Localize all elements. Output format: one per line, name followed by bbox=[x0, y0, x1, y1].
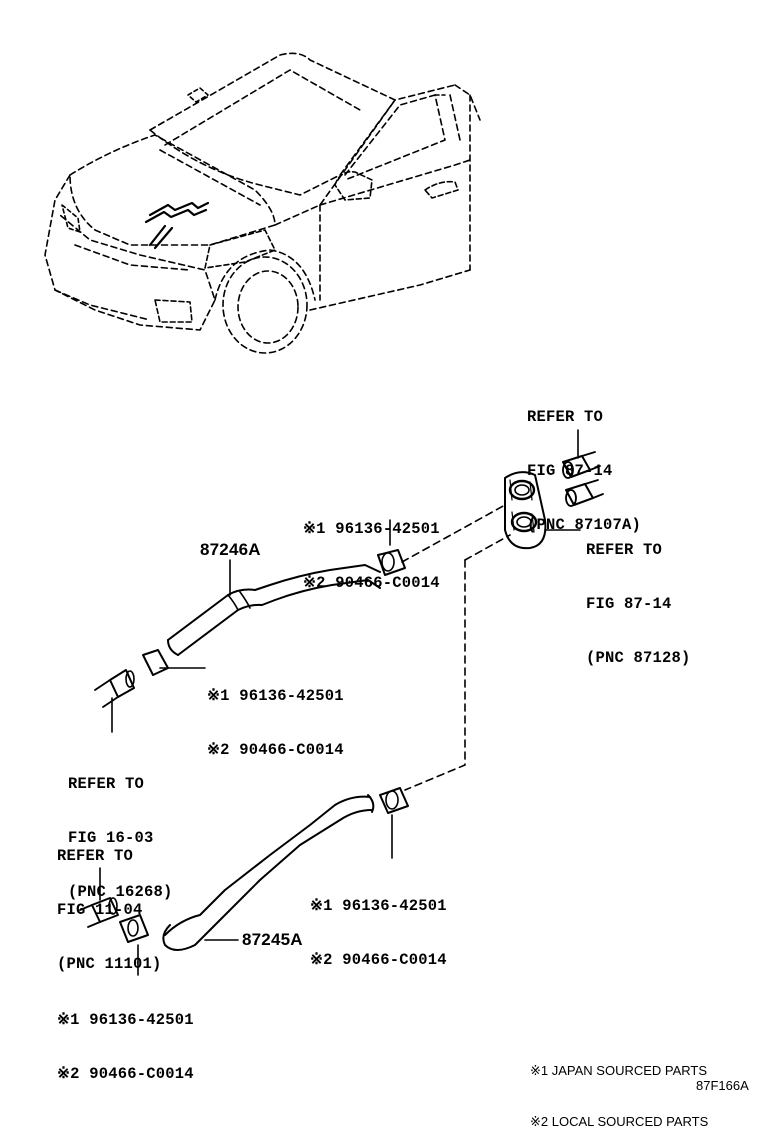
ref-line: REFER TO bbox=[57, 847, 134, 865]
clamp-part-number: ※2 90466-C0014 bbox=[303, 574, 440, 592]
legend-note-local: ※2 LOCAL SOURCED PARTS bbox=[530, 1114, 709, 1129]
clamp-label-upper-right: ※1 96136-42501 ※2 90466-C0014 bbox=[303, 484, 440, 610]
parts-diagram: REFER TO FIG 87-14 (PNC 87107A) REFER TO… bbox=[44, 52, 749, 1129]
ref-fig-87-14-pnc-87128: REFER TO FIG 87-14 (PNC 87128) bbox=[586, 505, 691, 685]
lower-hose-87245A bbox=[79, 787, 409, 976]
car-illustration bbox=[44, 52, 481, 354]
clamp-label-lower-right: ※1 96136-42501 ※2 90466-C0014 bbox=[310, 861, 447, 987]
ref-line: REFER TO bbox=[586, 541, 663, 559]
clamp-part-number: ※2 90466-C0014 bbox=[57, 1065, 194, 1083]
ref-line: REFER TO bbox=[527, 408, 604, 426]
ref-line: REFER TO bbox=[68, 775, 145, 793]
figure-id: 87F166A bbox=[696, 1078, 749, 1093]
part-label-87245a: 87245A bbox=[242, 930, 303, 949]
clamp-part-number: ※2 90466-C0014 bbox=[207, 741, 344, 759]
clamp-part-number: ※1 96136-42501 bbox=[57, 1011, 194, 1029]
ref-line: FIG 16-03 bbox=[68, 829, 154, 847]
ref-line: FIG 11-04 bbox=[57, 901, 143, 919]
clamp-label-upper-left: ※1 96136-42501 ※2 90466-C0014 bbox=[207, 651, 344, 777]
heater-pipe-stubs bbox=[562, 429, 604, 507]
clamp-part-number: ※2 90466-C0014 bbox=[310, 951, 447, 969]
ref-line: (PNC 16268) bbox=[68, 883, 173, 901]
ref-fig-11-04-pnc-11101: REFER TO FIG 11-04 (PNC 11101) bbox=[57, 811, 162, 991]
diagram-drawing bbox=[44, 52, 604, 976]
ref-line: FIG 87-14 bbox=[586, 595, 672, 613]
legend-note-japan: ※1 JAPAN SOURCED PARTS bbox=[530, 1063, 708, 1078]
clamp-part-number: ※1 96136-42501 bbox=[303, 520, 440, 538]
connection-dash-lines bbox=[401, 504, 511, 791]
ref-line: FIG 87-14 bbox=[527, 462, 613, 480]
ref-line: (PNC 11101) bbox=[57, 955, 162, 973]
ref-line: (PNC 87128) bbox=[586, 649, 691, 667]
upper-hose-87246A bbox=[94, 519, 406, 733]
ref-fig-16-03-pnc-16268: REFER TO FIG 16-03 (PNC 16268) bbox=[68, 739, 173, 919]
clamp-label-lower-left: ※1 96136-42501 ※2 90466-C0014 bbox=[57, 975, 194, 1101]
ref-line: (PNC 87107A) bbox=[527, 516, 642, 534]
clamp-part-number: ※1 96136-42501 bbox=[207, 687, 344, 705]
clamp-part-number: ※1 96136-42501 bbox=[310, 897, 447, 915]
legend-notes: ※1 JAPAN SOURCED PARTS ※2 LOCAL SOURCED … bbox=[530, 1028, 708, 1147]
ref-fig-87-14-pnc-87107a: REFER TO FIG 87-14 (PNC 87107A) bbox=[527, 372, 641, 552]
part-label-87246a: 87246A bbox=[200, 540, 261, 559]
heater-grommet bbox=[504, 471, 581, 550]
